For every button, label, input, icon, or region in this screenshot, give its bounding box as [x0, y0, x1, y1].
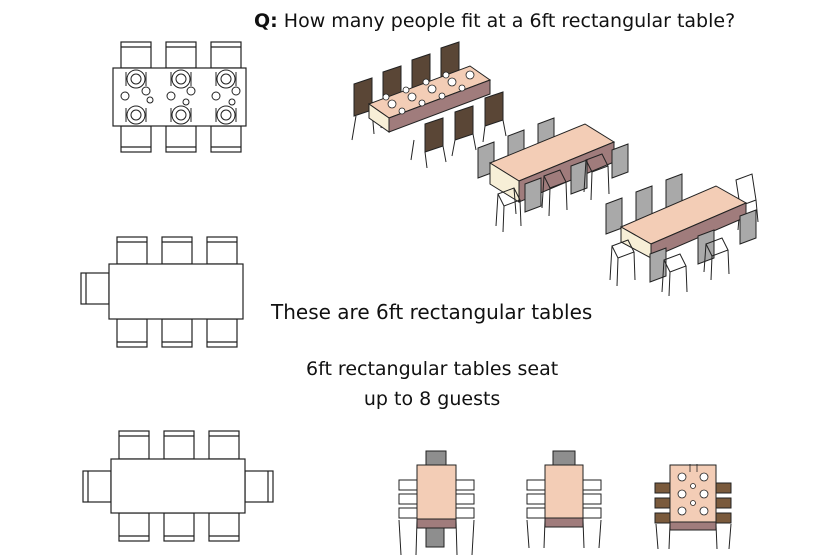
plan-table-eight-chairs [82, 430, 274, 542]
iso-table-brown-chairs [351, 41, 507, 169]
plan-tabletop-2 [108, 263, 244, 320]
question-text: How many people fit at a 6ft rectangular… [283, 10, 736, 32]
caption-seating: 6ft rectangular tables seat up to 8 guest… [306, 354, 558, 414]
question-prefix: Q: [254, 10, 278, 32]
front-table-eight [398, 450, 475, 556]
plan-tabletop-3 [110, 458, 246, 514]
front-table-brown [654, 464, 732, 550]
caption-seating-line2: up to 8 guests [363, 388, 501, 410]
front-table-seven [526, 450, 602, 549]
question-heading: Q: How many people fit at a 6ft rectangu… [254, 10, 735, 32]
caption-tables: These are 6ft rectangular tables [271, 300, 593, 324]
iso-table-gray-chairs [477, 117, 629, 233]
iso-table-gray-chairs-ends [605, 173, 759, 297]
plan-table-set-place-settings [112, 41, 247, 153]
caption-seating-line1: 6ft rectangular tables seat [306, 358, 559, 380]
place-settings [120, 69, 241, 125]
plan-chairs-bottom [120, 125, 242, 153]
plan-chairs-top [120, 41, 242, 69]
plan-table-seven-chairs [80, 236, 244, 348]
